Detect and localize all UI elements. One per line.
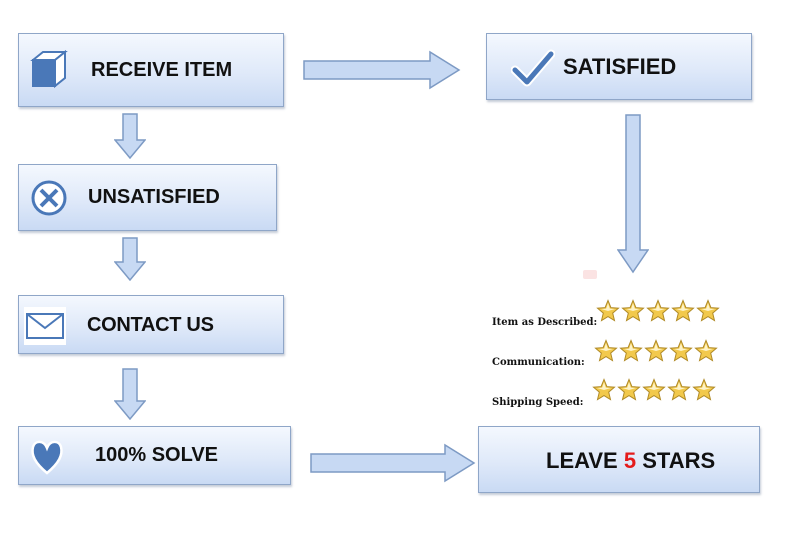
star-icon <box>696 299 720 322</box>
star-icon <box>621 299 645 322</box>
arrow-down-1 <box>114 113 146 159</box>
step-contact-us: CONTACT US <box>18 295 284 354</box>
x-circle-icon <box>31 180 67 216</box>
leave-prefix: LEAVE <box>546 448 618 473</box>
leave-suffix: STARS <box>642 448 716 473</box>
rating-label-shipping-speed: Shipping Speed: <box>492 397 584 408</box>
arrow-right-top <box>303 50 461 90</box>
decorative-mark <box>583 270 597 279</box>
step-label: RECEIVE ITEM <box>91 59 233 81</box>
step-satisfied: SATISFIED <box>486 33 752 100</box>
star-icon <box>619 339 643 362</box>
step-receive-item: RECEIVE ITEM <box>18 33 284 107</box>
step-unsatisfied: UNSATISFIED <box>18 164 277 231</box>
star-icon <box>592 378 616 401</box>
box-icon <box>30 49 68 89</box>
checkmark-icon <box>511 49 555 87</box>
rating-label-item-as-described: Item as Described: <box>492 317 598 328</box>
step-label: LEAVE 5 STARS <box>546 448 715 474</box>
step-label: 100% SOLVE <box>95 444 219 466</box>
star-icon <box>694 339 718 362</box>
star-icon <box>596 299 620 322</box>
star-rating-communication <box>594 339 718 363</box>
arrow-right-bottom <box>310 443 476 483</box>
star-icon <box>617 378 641 401</box>
step-label: UNSATISFIED <box>88 186 220 208</box>
star-icon <box>671 299 695 322</box>
arrow-down-2 <box>114 237 146 281</box>
arrow-down-3 <box>114 368 146 420</box>
arrow-down-right <box>617 114 649 274</box>
leave-number: 5 <box>623 448 637 473</box>
heart-icon <box>31 440 63 475</box>
envelope-icon <box>24 307 66 345</box>
star-icon <box>669 339 693 362</box>
star-rating-shipping-speed <box>592 378 716 402</box>
star-icon <box>644 339 668 362</box>
star-icon <box>642 378 666 401</box>
star-icon <box>692 378 716 401</box>
star-icon <box>667 378 691 401</box>
rating-label-communication: Communication: <box>492 357 585 368</box>
step-solve: 100% SOLVE <box>18 426 291 485</box>
star-icon <box>594 339 618 362</box>
star-rating-item-as-described <box>596 299 720 323</box>
star-icon <box>646 299 670 322</box>
step-label: CONTACT US <box>87 314 214 336</box>
step-label: SATISFIED <box>563 54 677 79</box>
step-leave-5-stars: LEAVE 5 STARS <box>478 426 760 493</box>
